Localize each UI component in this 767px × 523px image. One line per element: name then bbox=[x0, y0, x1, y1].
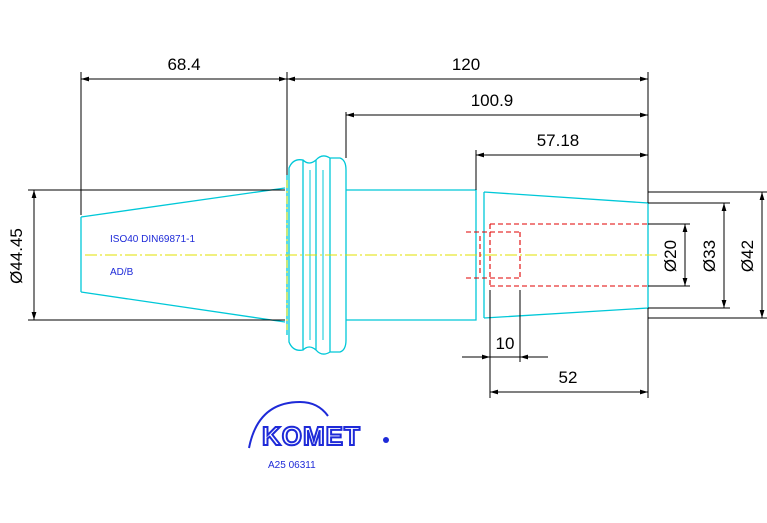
dim-57-18: 57.18 bbox=[537, 131, 580, 150]
logo-brand: KOMET bbox=[262, 421, 361, 451]
dim-10: 10 bbox=[496, 334, 515, 353]
logo-dot bbox=[383, 437, 389, 443]
dim-dia-20: Ø20 bbox=[661, 240, 680, 272]
part-number: A25 06311 bbox=[268, 460, 316, 471]
taper-outline bbox=[80, 187, 286, 323]
dim-dia-44-45: Ø44.45 bbox=[7, 228, 26, 284]
standard-note: ISO40 DIN69871-1 bbox=[110, 234, 195, 245]
dim-dia-33: Ø33 bbox=[700, 240, 719, 272]
dimension-lines bbox=[31, 76, 765, 395]
dim-52: 52 bbox=[559, 368, 578, 387]
variant-note: AD/B bbox=[110, 267, 134, 278]
logo-arc bbox=[248, 400, 329, 449]
dim-120: 120 bbox=[452, 55, 480, 74]
dim-68-4: 68.4 bbox=[167, 55, 200, 74]
dim-100-9: 100.9 bbox=[471, 91, 514, 110]
extension-lines bbox=[28, 72, 767, 398]
hidden-bore bbox=[466, 223, 648, 287]
komet-logo: KOMET bbox=[248, 400, 389, 452]
dim-dia-42: Ø42 bbox=[738, 240, 757, 272]
